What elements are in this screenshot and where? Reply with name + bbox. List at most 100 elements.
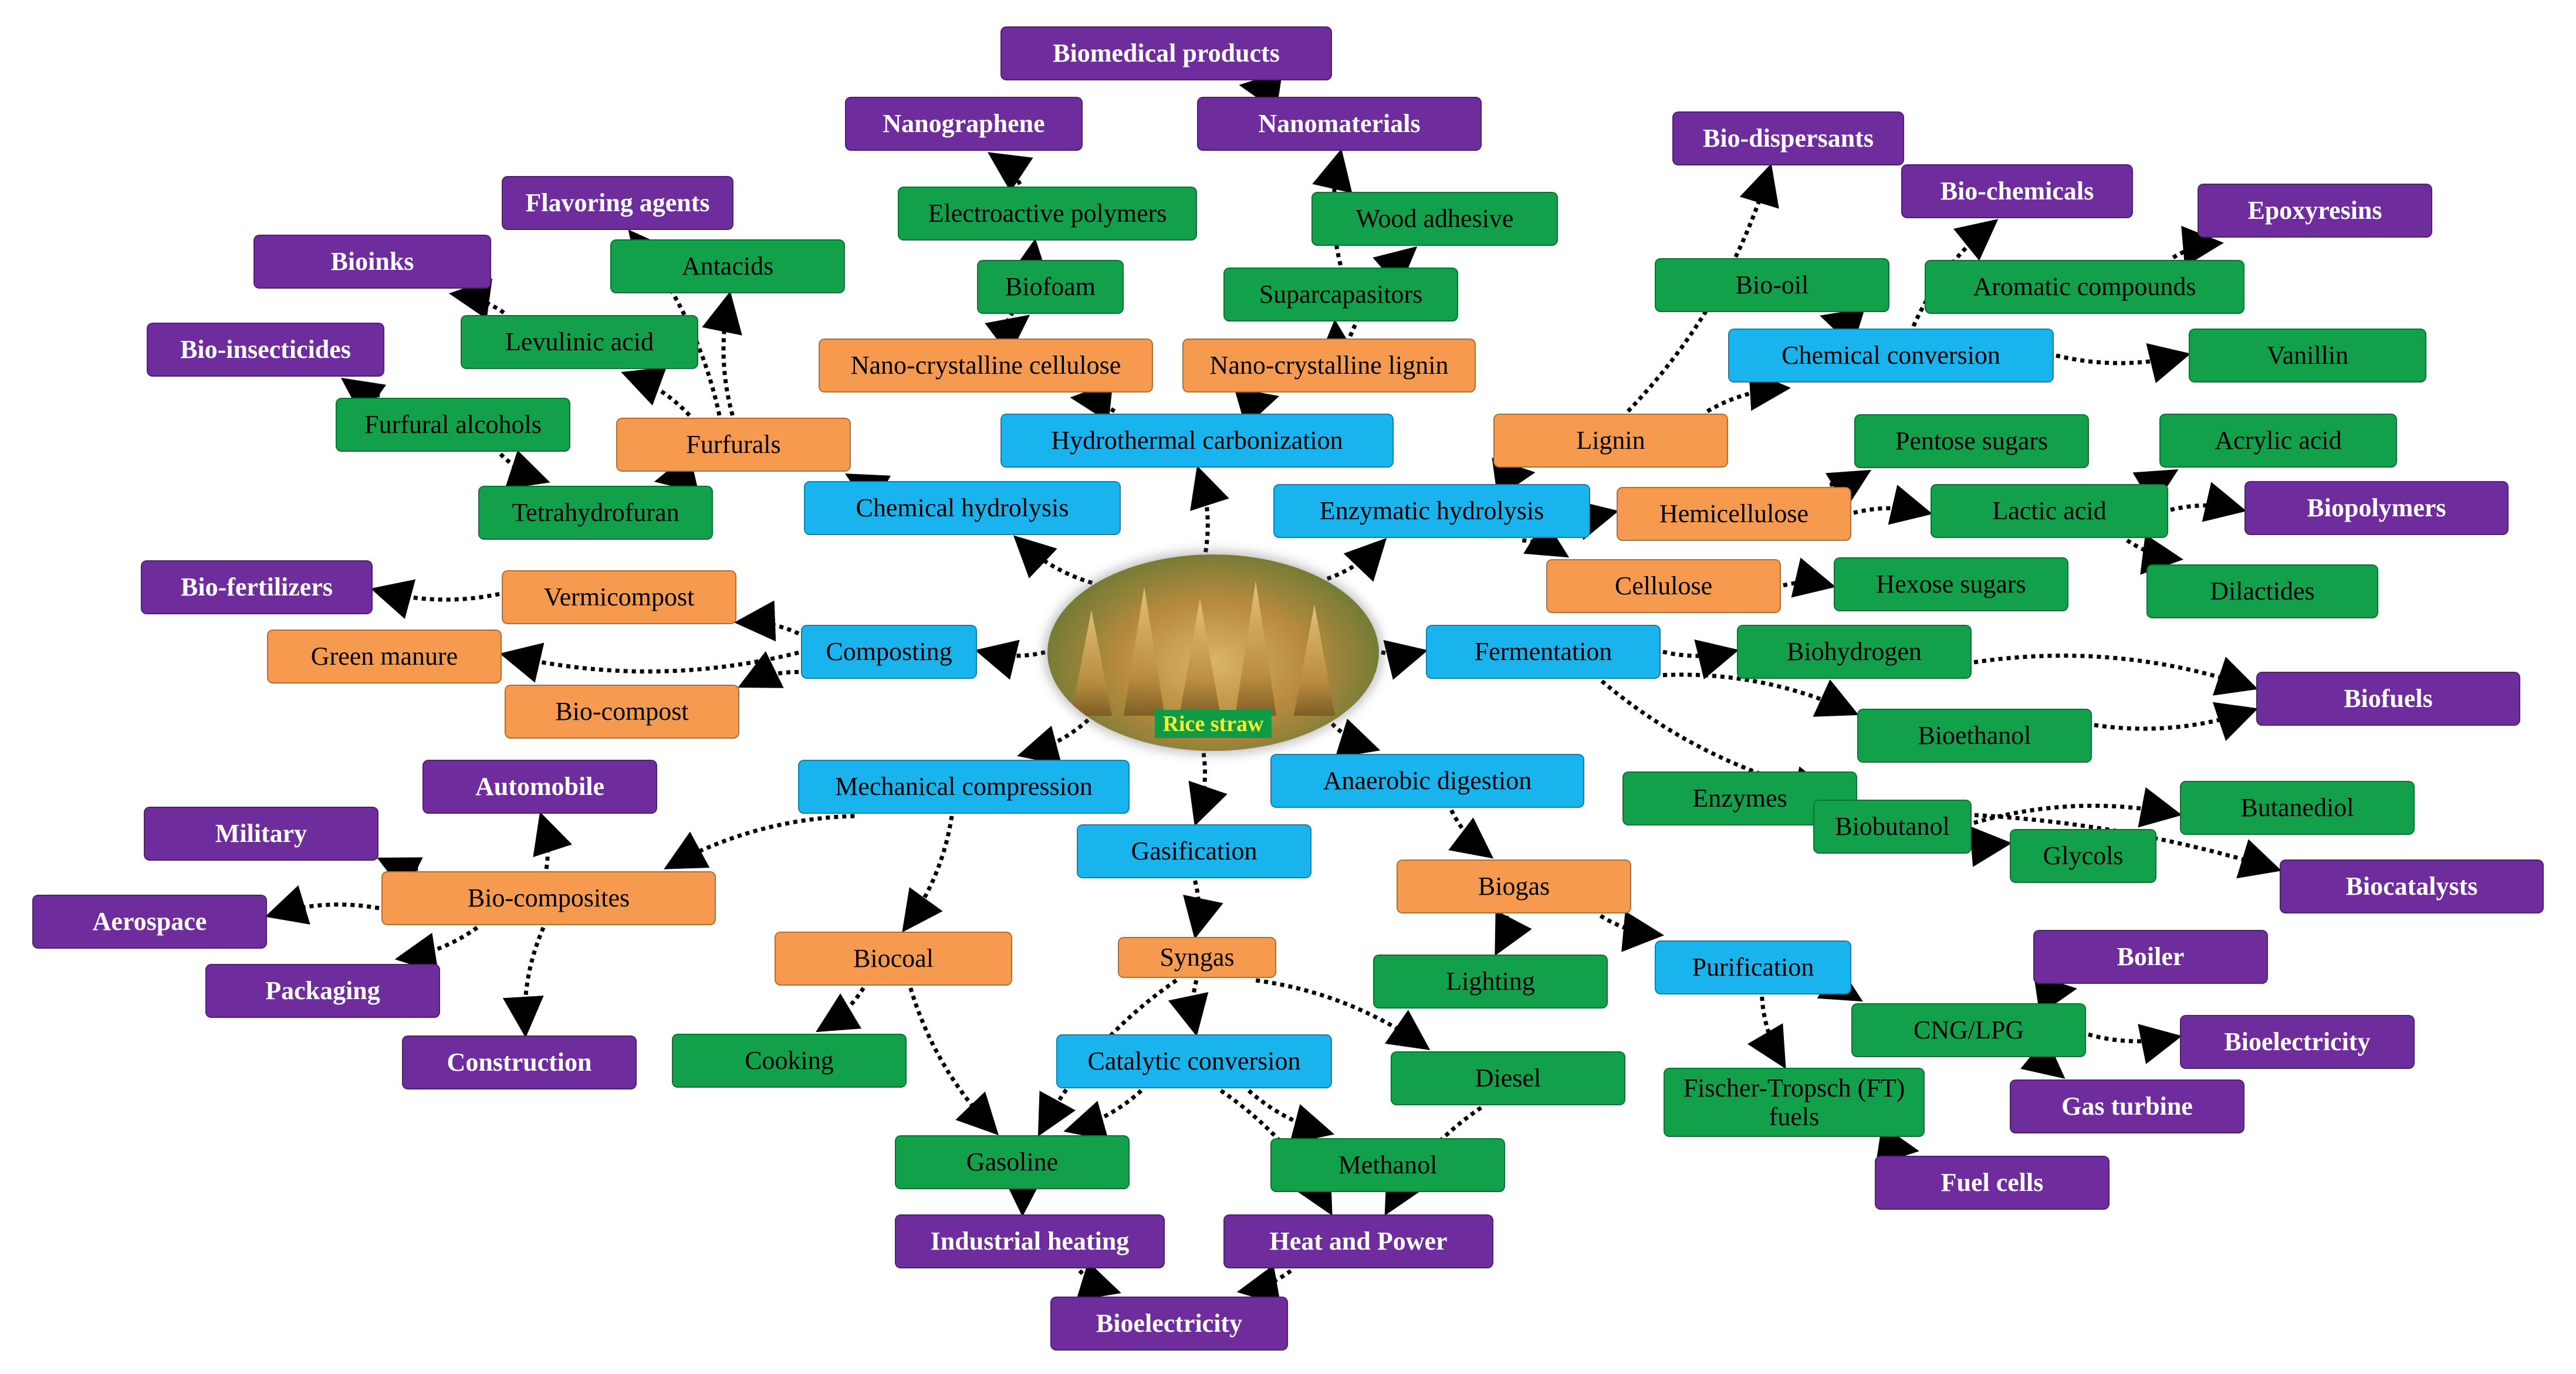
arrow-enzhydro-to-cellulose [1522, 518, 1570, 558]
node-epoxyresins: Epoxyresins [2198, 184, 2432, 238]
arrow-biocoal-to-gasoline [908, 987, 999, 1136]
arrow-htc-to-ncc [1070, 381, 1116, 422]
arrow-hemicellulose-to-pentose [1825, 469, 1872, 509]
node-greenmanure: Green manure [267, 630, 502, 683]
arrow-center-to-enzhydro [1326, 537, 1387, 582]
arrow-biogas-to-lighting [1495, 910, 1532, 956]
arrow-hemicellulose-to-lactic [1853, 485, 1933, 525]
node-biopolymers: Biopolymers [2244, 481, 2509, 535]
arrow-furfuralalcohols-to-thf [499, 450, 550, 489]
arrow-anaerobic-to-biogas [1448, 809, 1494, 859]
arrow-fermentation-to-biohydrogen [1662, 639, 1739, 680]
node-chemconv: Chemical conversion [1728, 329, 2054, 383]
arrow-bioethanol-to-biofuels [2094, 702, 2259, 742]
arrow-biobutanol-to-glycols [1969, 825, 2012, 867]
arrow-biohydrogen-to-biofuels [1973, 654, 2259, 696]
node-ncc: Nano-crystalline cellulose [819, 339, 1153, 392]
arrow-furfurals-to-thf [654, 452, 699, 493]
node-pentose: Pentose sugars [1854, 414, 2089, 468]
straw-bundle-shape [1179, 598, 1221, 716]
node-lighting: Lighting [1373, 955, 1608, 1008]
node-biofertilizers: Bio-fertilizers [141, 560, 373, 614]
node-anaerobic: Anaerobic digestion [1270, 754, 1584, 808]
arrow-center-to-anaerobic [1330, 718, 1381, 758]
node-packaging: Packaging [205, 964, 440, 1018]
node-furfurals: Furfurals [616, 418, 851, 472]
node-gasification: Gasification [1077, 824, 1311, 878]
node-thf: Tetrahydrofuran [478, 486, 713, 540]
arrow-composting-to-greenmanure [499, 642, 799, 683]
arrow-nanomaterials-to-biomedical [1239, 70, 1283, 112]
node-aromatic: Aromatic compounds [1925, 260, 2244, 314]
arrow-syngas-to-catalytic [1168, 980, 1209, 1037]
node-biomedical: Biomedical products [1000, 26, 1332, 80]
node-composting: Composting [801, 625, 977, 679]
node-nanomaterials: Nanomaterials [1197, 97, 1482, 151]
node-cellulose: Cellulose [1546, 559, 1781, 613]
arrow-center-to-htc [1190, 465, 1229, 553]
node-supercapacitors: Suparcapasitors [1223, 268, 1458, 321]
node-military: Military [144, 807, 378, 861]
arrow-furfurals-to-antacids [702, 291, 742, 416]
arrow-aromatic-to-epoxyresins [2172, 225, 2224, 267]
arrow-lactic-to-acrylic [2132, 469, 2179, 508]
node-heatpower: Heat and Power [1223, 1214, 1493, 1268]
straw-bundle-shape [1071, 610, 1112, 716]
node-bioelectricity-r: Bioelectricity [2180, 1015, 2415, 1069]
center-label: Rice straw [1154, 710, 1272, 738]
node-purification: Purification [1655, 940, 1851, 994]
arrow-biocoal-to-cooking [816, 987, 866, 1033]
node-levulinic: Levulinic acid [461, 315, 698, 369]
arrow-heatpower-to-bioelectricity-b [1236, 1264, 1292, 1305]
arrow-furfuralalcohols-to-bioinsecticides [340, 377, 387, 418]
node-methanol: Methanol [1270, 1138, 1505, 1192]
node-biodispersants: Bio-dispersants [1672, 111, 1904, 165]
node-chemhydro: Chemical hydrolysis [804, 481, 1121, 535]
arrow-lactic-to-dilactides [2126, 534, 2183, 575]
node-biofoam: Biofoam [977, 260, 1124, 314]
node-catalytic: Catalytic conversion [1056, 1034, 1332, 1088]
node-biocomposites: Bio-composites [381, 871, 716, 925]
node-hexose: Hexose sugars [1834, 557, 2068, 611]
node-woodadhesive: Wood adhesive [1311, 192, 1558, 246]
arrow-gasification-to-syngas [1183, 880, 1223, 939]
arrow-cngl-to-bioelectricity-r [2088, 1024, 2182, 1064]
arrow-composting-to-biocompost [738, 651, 799, 688]
node-biocatalysts: Biocatalysts [2280, 859, 2544, 913]
arrow-mechcomp-to-biocoal [902, 815, 954, 933]
node-construction: Construction [402, 1035, 637, 1089]
node-bioinks: Bioinks [253, 235, 491, 289]
arrow-center-to-fermentation [1381, 639, 1428, 680]
node-htc: Hydrothermal carbonization [1000, 414, 1394, 468]
arrow-electroactive-to-nanographene [988, 152, 1033, 192]
arrow-enzhydro-to-lignin [1492, 458, 1536, 499]
node-hemicellulose: Hemicellulose [1617, 487, 1851, 541]
node-glycols: Glycols [2010, 829, 2156, 883]
arrow-ftfuels-to-fuelcells [1875, 1124, 1919, 1166]
arrow-composting-to-vermicompost [734, 600, 800, 642]
arrow-catalytic-to-gasoline [1063, 1089, 1143, 1141]
node-nanographene: Nanographene [845, 97, 1083, 151]
node-dilactides: Dilactides [2146, 564, 2378, 618]
node-antacids: Antacids [610, 239, 845, 293]
arrow-ncl-to-supercapacitors [1317, 319, 1358, 362]
node-biocoal: Biocoal [775, 932, 1012, 986]
node-fermentation: Fermentation [1426, 625, 1661, 679]
arrow-cngl-to-gasturbine [2020, 1037, 2065, 1079]
node-lactic: Lactic acid [1931, 484, 2168, 538]
node-furfuralalcohols: Furfural alcohols [336, 398, 570, 452]
node-gasturbine: Gas turbine [2010, 1079, 2244, 1133]
node-diesel: Diesel [1391, 1051, 1625, 1105]
straw-bundle-shape [1235, 581, 1276, 716]
node-vermicompost: Vermicompost [502, 570, 736, 624]
node-boiler: Boiler [2033, 930, 2268, 984]
arrow-biocomposites-to-construction [502, 926, 546, 1038]
arrow-mechcomp-to-biocomposites [664, 814, 855, 869]
node-butanediol: Butanediol [2180, 781, 2415, 835]
node-mechcomp: Mechanical compression [798, 760, 1130, 814]
node-industrialheating: Industrial heating [895, 1214, 1165, 1268]
node-biohydrogen: Biohydrogen [1737, 625, 1972, 679]
node-vanillin: Vanillin [2189, 329, 2426, 383]
node-syngas: Syngas [1118, 937, 1276, 978]
